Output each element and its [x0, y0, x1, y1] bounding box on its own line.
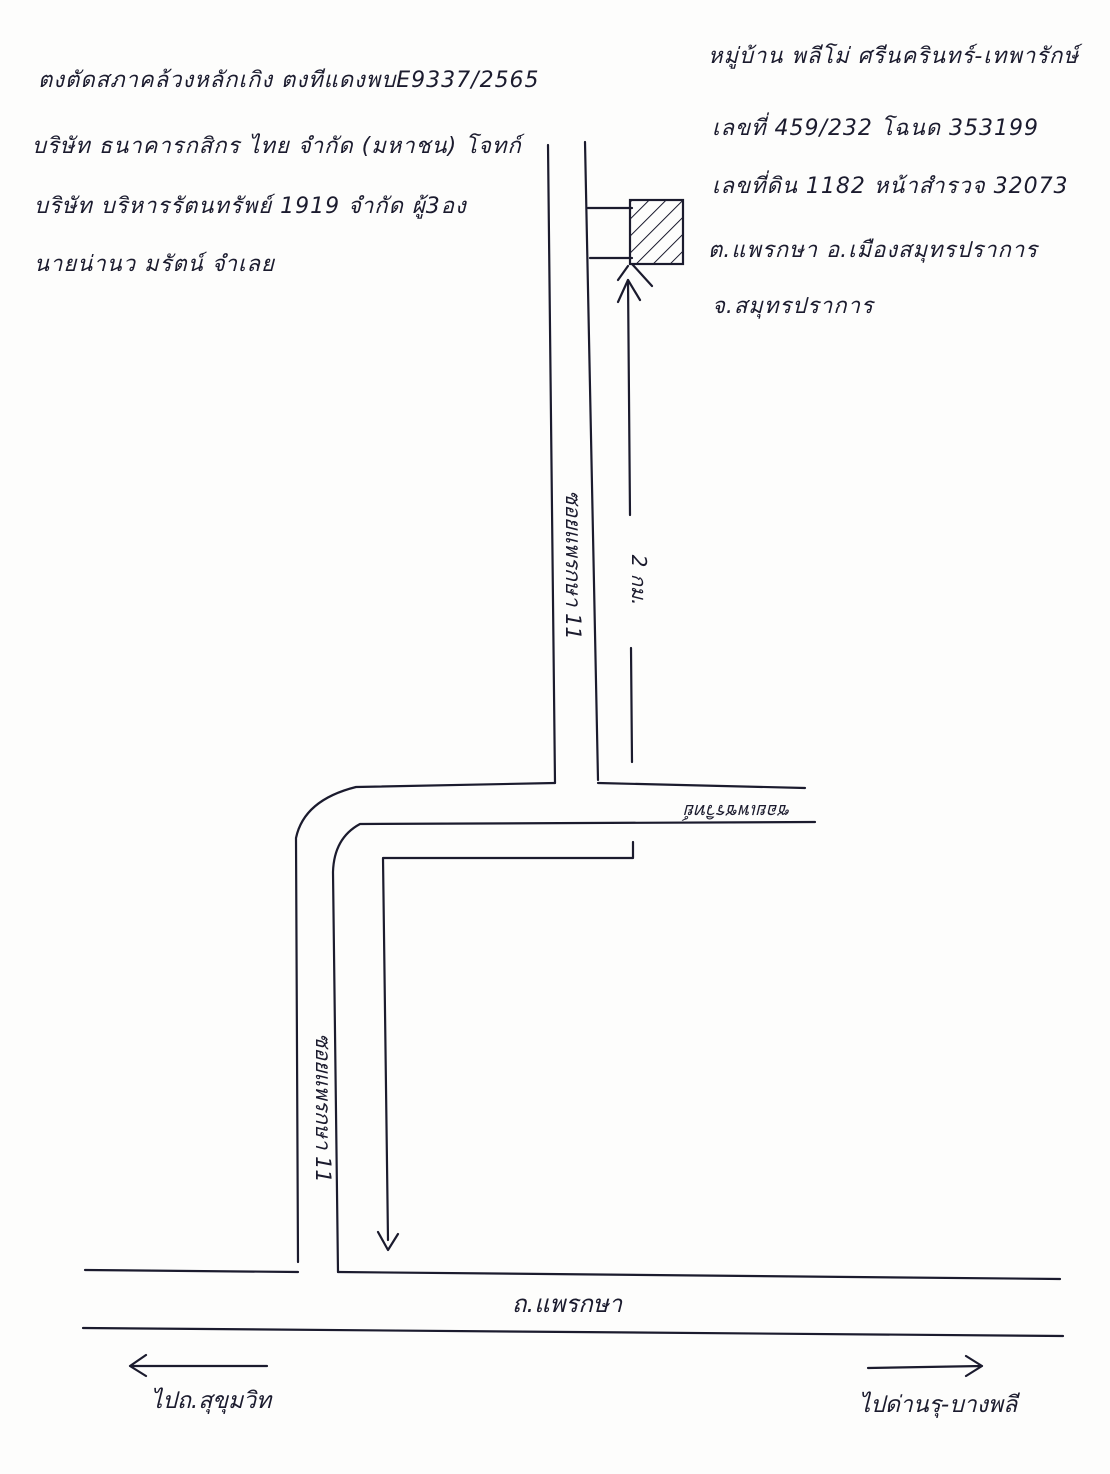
property-parcel — [628, 198, 685, 266]
soi-junction-upper-edge — [294, 781, 557, 1264]
main-road-label: ถ.แพรกษา — [512, 1290, 624, 1318]
soi-upper-right-edge — [583, 140, 600, 782]
case-number-note: ตงตัดสภาคล้วงหลักเกิง ตงทีแดงพบE9337/256… — [38, 68, 540, 93]
arrow-right — [866, 1354, 984, 1378]
cross-soi-label: ซอยเพชรวิทย์ — [681, 800, 791, 821]
main-road-upper-edge-right — [336, 1270, 1062, 1281]
defendant-person-note: นายน่านว มรัตน์ จำเลย — [34, 252, 275, 277]
main-road-upper-edge-left — [83, 1268, 300, 1274]
arrow-left — [128, 1353, 269, 1378]
province-note: จ.สมุทรปราการ — [712, 294, 874, 319]
soi-upper-label: ซอยแพรกษา 11 — [561, 490, 585, 640]
cross-soi-edge — [596, 781, 807, 790]
main-road-lower-edge — [81, 1326, 1065, 1338]
distance-line-arrow — [616, 278, 642, 304]
house-deed-number-note: เลขที่ 459/232 โฉนด 353199 — [712, 116, 1040, 141]
property-pointer — [616, 262, 654, 288]
soi-junction-inner-edge — [331, 820, 817, 1274]
distance-line-bottom — [629, 646, 634, 764]
subdistrict-district-note: ต.แพรกษา อ.เมืองสมุทรปราการ — [708, 238, 1039, 263]
soi-upper-left-edge — [546, 143, 557, 785]
distance-label: 2 กม. — [627, 555, 651, 606]
plaintiff-note: บริษัท ธนาคารกสิกร ไทย จำกัด (มหาชน) โจท… — [32, 134, 522, 159]
route-arrow-head — [376, 1230, 400, 1252]
direction-right-label: ไปด่านรุ-บางพลี — [859, 1391, 1020, 1418]
distance-line-top — [626, 278, 632, 517]
village-name-note: หมู่บ้าน พลีโม่ ศรีนครินทร์-เทพารักษ์ — [708, 44, 1079, 69]
direction-left-label: ไปถ.สุขุมวิท — [151, 1387, 273, 1414]
soi-lower-label: ซอยแพรกษา 11 — [311, 1033, 335, 1183]
land-survey-number-note: เลขที่ดิน 1182 หน้าสำรวจ 32073 — [712, 174, 1069, 199]
defendant-company-note: บริษัท บริหารรัตนทรัพย์ 1919 จำกัด ผู้3อ… — [34, 194, 467, 219]
route-line — [381, 840, 635, 1242]
